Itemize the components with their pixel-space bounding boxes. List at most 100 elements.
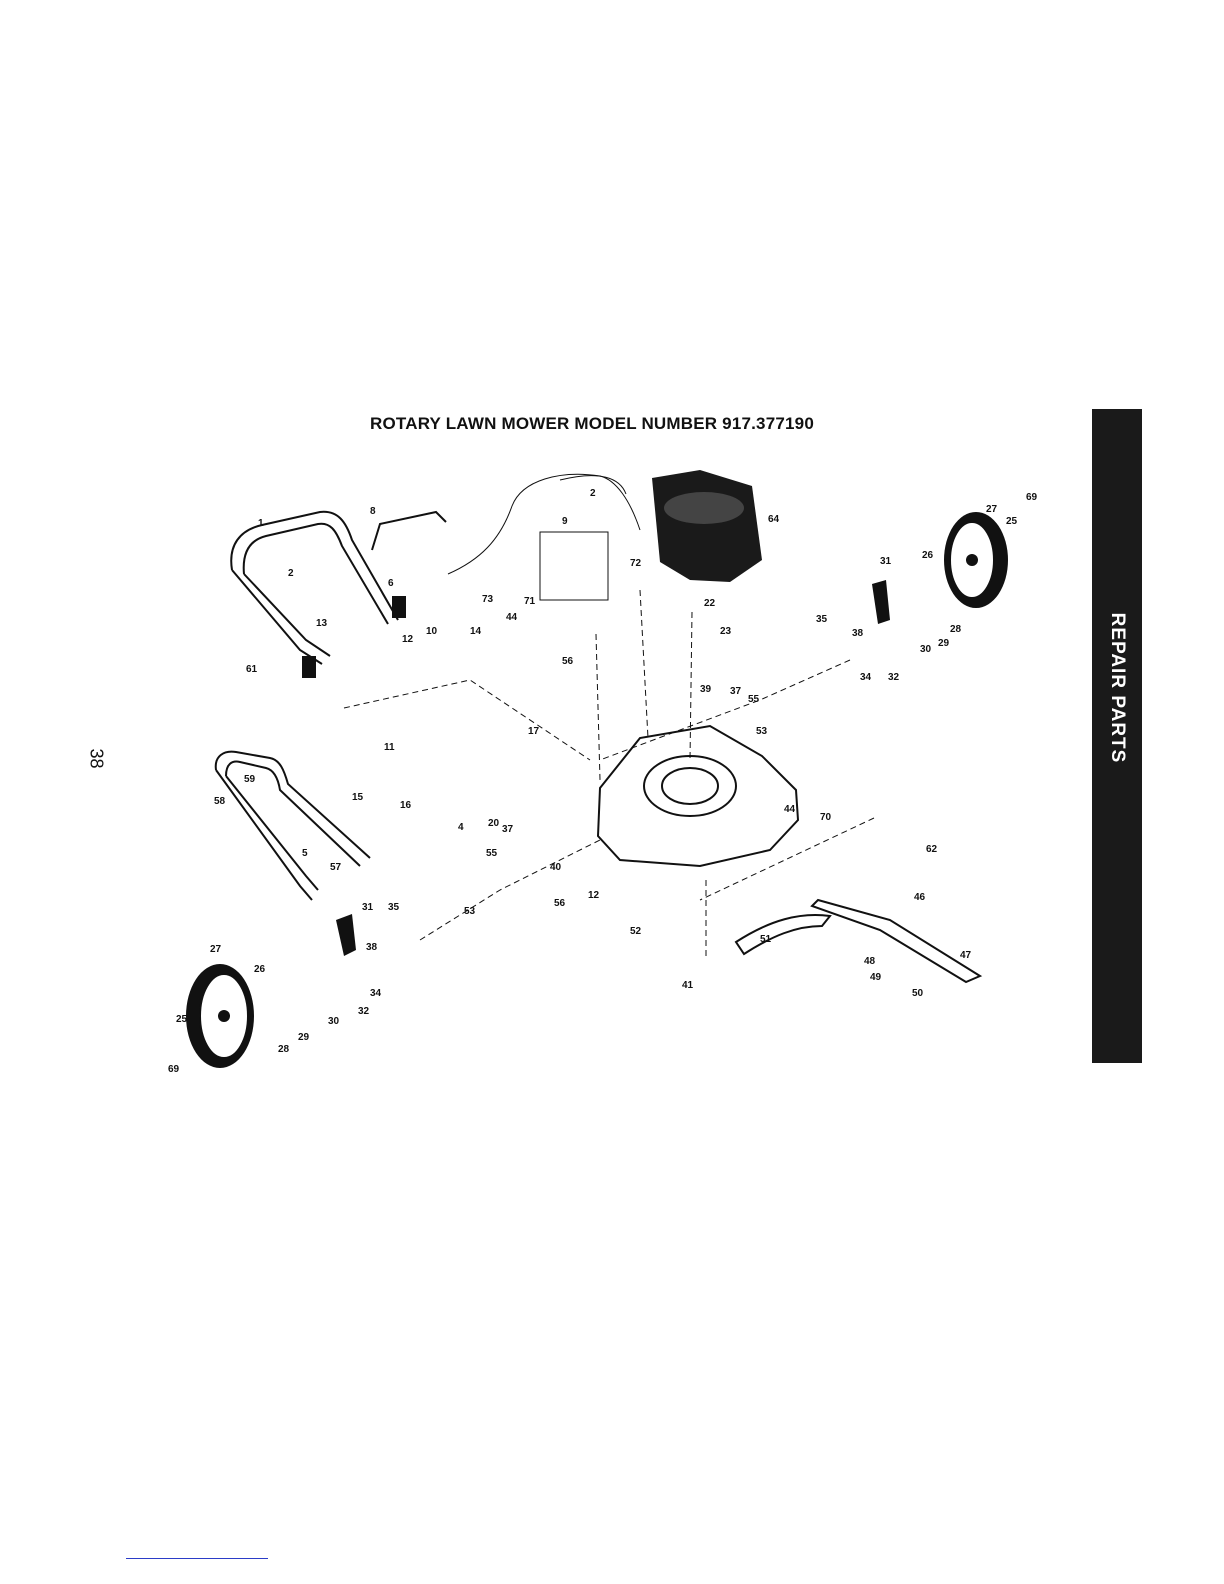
callout-label: 47	[960, 950, 972, 961]
engine	[560, 470, 762, 582]
callout-label: 28	[950, 624, 962, 635]
height-lever-front	[336, 914, 356, 956]
callout-label: 9	[562, 516, 568, 527]
callout-label: 69	[1026, 492, 1038, 503]
callout-label: 31	[362, 902, 374, 913]
callout-label: 53	[464, 906, 476, 917]
handle-knob-upper	[392, 596, 406, 618]
callout-label: 72	[630, 558, 642, 569]
assembly-line	[596, 634, 600, 780]
mower-deck	[598, 726, 798, 866]
callout-label: 25	[1006, 516, 1018, 527]
callout-label: 32	[358, 1006, 370, 1017]
callout-label: 2	[590, 488, 596, 499]
callout-label: 35	[388, 902, 400, 913]
callout-label: 62	[926, 844, 938, 855]
callout-label: 44	[506, 612, 518, 623]
assembly-line	[420, 840, 600, 940]
height-lever-rear	[872, 580, 890, 624]
part-callouts: 1 2 6 13 61 8 12 10 14 44 56 17 11 15 16…	[168, 488, 1038, 1075]
callout-label: 30	[328, 1016, 340, 1027]
callout-label: 64	[768, 514, 780, 525]
callout-label: 27	[210, 944, 222, 955]
callout-label: 34	[860, 672, 872, 683]
callout-label: 50	[912, 988, 924, 999]
callout-label: 48	[864, 956, 876, 967]
callout-label: 1	[258, 518, 264, 529]
callout-label: 56	[554, 898, 566, 909]
lower-handle	[216, 752, 370, 900]
callout-label: 26	[254, 964, 266, 975]
callout-label: 26	[922, 550, 934, 561]
callout-label: 57	[330, 862, 342, 873]
callout-label: 14	[470, 626, 482, 637]
callout-label: 55	[486, 848, 498, 859]
callout-label: 46	[914, 892, 926, 903]
callout-label: 28	[278, 1044, 290, 1055]
footer-rule	[126, 1558, 268, 1559]
callout-label: 22	[704, 598, 716, 609]
callout-label: 29	[938, 638, 950, 649]
callout-label: 23	[720, 626, 732, 637]
callout-label: 56	[562, 656, 574, 667]
upper-handle	[231, 512, 398, 664]
callout-label: 53	[756, 726, 768, 737]
callout-label: 13	[316, 618, 328, 629]
callout-label: 11	[384, 742, 395, 753]
callout-label: 10	[426, 626, 438, 637]
callout-label: 38	[366, 942, 378, 953]
callout-label: 5	[302, 848, 308, 859]
callout-label: 31	[880, 556, 892, 567]
callout-label: 38	[852, 628, 864, 639]
callout-label: 55	[748, 694, 760, 705]
callout-label: 20	[488, 818, 500, 829]
callout-label: 15	[352, 792, 364, 803]
callout-label: 4	[458, 822, 464, 833]
callout-label: 17	[528, 726, 540, 737]
callout-label: 37	[730, 686, 742, 697]
callout-label: 70	[820, 812, 832, 823]
callout-label: 30	[920, 644, 932, 655]
callout-label: 35	[816, 614, 828, 625]
callout-label: 61	[246, 664, 258, 675]
callout-label: 44	[784, 804, 796, 815]
assembly-line	[690, 612, 692, 760]
throttle-cable	[448, 474, 640, 574]
callout-label: 39	[700, 684, 712, 695]
callout-label: 41	[682, 980, 694, 991]
assembly-line	[640, 590, 648, 738]
callout-label: 71	[524, 596, 536, 607]
callout-label: 52	[630, 926, 642, 937]
rear-wheel	[944, 512, 1008, 608]
callout-label: 16	[400, 800, 412, 811]
callout-label: 12	[588, 890, 600, 901]
callout-label: 27	[986, 504, 998, 515]
handle-knob-lower	[302, 656, 316, 678]
assembly-line	[344, 680, 590, 760]
callout-label: 37	[502, 824, 514, 835]
callout-label: 12	[402, 634, 414, 645]
callout-label: 40	[550, 862, 562, 873]
control-bar	[372, 512, 446, 550]
callout-label: 73	[482, 594, 494, 605]
callout-label: 59	[244, 774, 256, 785]
assembly-line	[600, 660, 850, 760]
callout-label: 49	[870, 972, 882, 983]
callout-label: 34	[370, 988, 382, 999]
callout-label: 2	[288, 568, 294, 579]
rear-skirt	[736, 915, 830, 954]
callout-label: 69	[168, 1064, 180, 1075]
callout-label: 58	[214, 796, 226, 807]
assembly-line	[700, 818, 874, 900]
callout-label: 25	[176, 1014, 188, 1025]
front-wheel	[186, 964, 254, 1068]
callout-label: 29	[298, 1032, 310, 1043]
callout-label: 32	[888, 672, 900, 683]
blade	[812, 900, 980, 982]
callout-label: 6	[388, 578, 394, 589]
callout-label: 8	[370, 506, 376, 517]
callout-label: 51	[760, 934, 772, 945]
bracket-box	[540, 532, 608, 600]
